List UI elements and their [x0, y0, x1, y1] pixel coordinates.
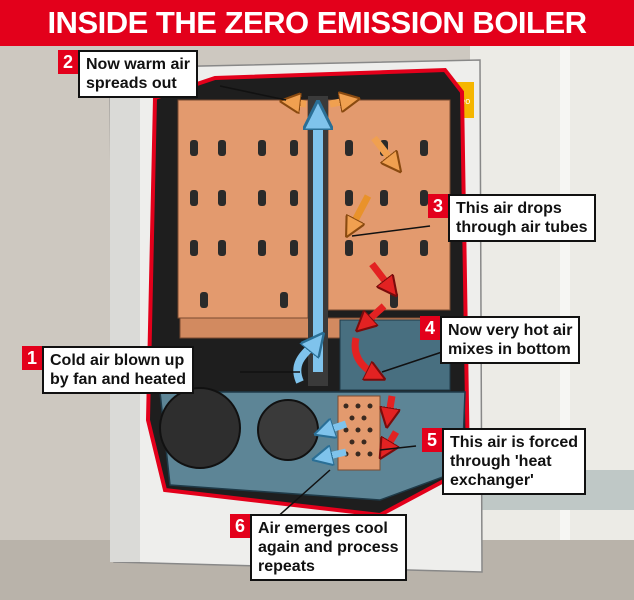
page-title: INSIDE THE ZERO EMISSION BOILER — [47, 5, 587, 40]
boiler-side-panel — [110, 68, 140, 562]
cool-air-arrow-exit-2 — [320, 452, 347, 458]
callout-6: 6 Air emerges cool again and process rep… — [230, 514, 407, 581]
air-tube-hole — [345, 190, 353, 206]
heat-exchanger-dot — [349, 439, 355, 445]
air-tube-hole — [290, 140, 298, 156]
air-tube-hole — [280, 292, 288, 308]
air-tube-hole — [345, 240, 353, 256]
heat-exchanger-dot — [343, 427, 349, 433]
air-tube-hole — [258, 140, 266, 156]
callout-2: 2 Now warm air spreads out — [58, 50, 199, 98]
callout-number: 3 — [428, 194, 448, 218]
leader-line-2 — [219, 85, 287, 101]
air-tube-hole — [190, 190, 198, 206]
heat-exchanger-dot — [355, 451, 361, 457]
air-tube-hole — [218, 240, 226, 256]
hot-air-arrow-2 — [362, 303, 387, 326]
heat-exchanger-dot — [367, 403, 373, 409]
callout-number: 5 — [422, 428, 442, 452]
title-banner: INSIDE THE ZERO EMISSION BOILER — [0, 0, 634, 46]
heat-exchanger — [337, 395, 381, 471]
heat-exchanger-dot — [355, 403, 361, 409]
air-tube-hole — [380, 190, 388, 206]
cool-air-arrow-fan — [293, 340, 318, 384]
air-tube-hole — [190, 140, 198, 156]
hot-air-arrow-3 — [351, 337, 378, 376]
air-tube-hole — [345, 140, 353, 156]
leader-line-4 — [381, 351, 443, 373]
boiler-diagram: tepeo — [0, 46, 634, 600]
hot-air-arrow-4 — [388, 395, 392, 420]
air-tube-hole — [380, 240, 388, 256]
callout-number: 6 — [230, 514, 250, 538]
warm-air-arrow-drop-1 — [371, 135, 396, 166]
callout-4: 4 Now very hot air mixes in bottom — [420, 316, 581, 364]
callout-1: 1 Cold air blown up by fan and heated — [22, 346, 195, 394]
air-tube-hole — [390, 292, 398, 308]
callout-number: 4 — [420, 316, 440, 340]
callout-number: 1 — [22, 346, 42, 370]
heat-exchanger-dot — [367, 427, 373, 433]
callout-text: Now warm air spreads out — [78, 50, 199, 98]
warm-air-arrow-right — [329, 100, 352, 104]
fan-motor — [257, 399, 319, 461]
heat-exchanger-dot — [355, 427, 361, 433]
cool-air-arrow-exit-1 — [322, 424, 348, 432]
heat-exchanger-dot — [343, 403, 349, 409]
warm-air-arrow-drop-2 — [350, 194, 372, 230]
core-block-left — [177, 99, 309, 319]
leader-line-5 — [379, 445, 417, 451]
heat-exchanger-dot — [361, 415, 367, 421]
air-tube-hole — [420, 240, 428, 256]
warm-air-arrow-left — [288, 102, 307, 104]
callout-number: 2 — [58, 50, 78, 74]
air-tube-hole — [258, 240, 266, 256]
leader-line-3 — [351, 225, 431, 237]
air-tube-hole — [290, 240, 298, 256]
air-tube-hole — [218, 140, 226, 156]
callout-text: Cold air blown up by fan and heated — [42, 346, 195, 394]
heat-exchanger-dot — [361, 439, 367, 445]
air-tube-hole — [420, 190, 428, 206]
air-tube-hole — [258, 190, 266, 206]
air-tube-hole — [190, 240, 198, 256]
heat-exchanger-dot — [349, 415, 355, 421]
air-tube-hole — [290, 190, 298, 206]
heat-exchanger-dot — [367, 451, 373, 457]
hot-air-arrow-1 — [369, 261, 392, 290]
callout-text: This air drops through air tubes — [448, 194, 596, 242]
callout-5: 5 This air is forced through 'heat excha… — [422, 428, 587, 495]
callout-3: 3 This air drops through air tubes — [428, 194, 596, 242]
air-tube-hole — [200, 292, 208, 308]
air-tube-hole — [420, 140, 428, 156]
callout-text: Air emerges cool again and process repea… — [250, 514, 407, 581]
air-tube-hole — [218, 190, 226, 206]
fan — [159, 387, 241, 469]
callout-text: This air is forced through 'heat exchang… — [442, 428, 587, 495]
callout-text: Now very hot air mixes in bottom — [440, 316, 581, 364]
